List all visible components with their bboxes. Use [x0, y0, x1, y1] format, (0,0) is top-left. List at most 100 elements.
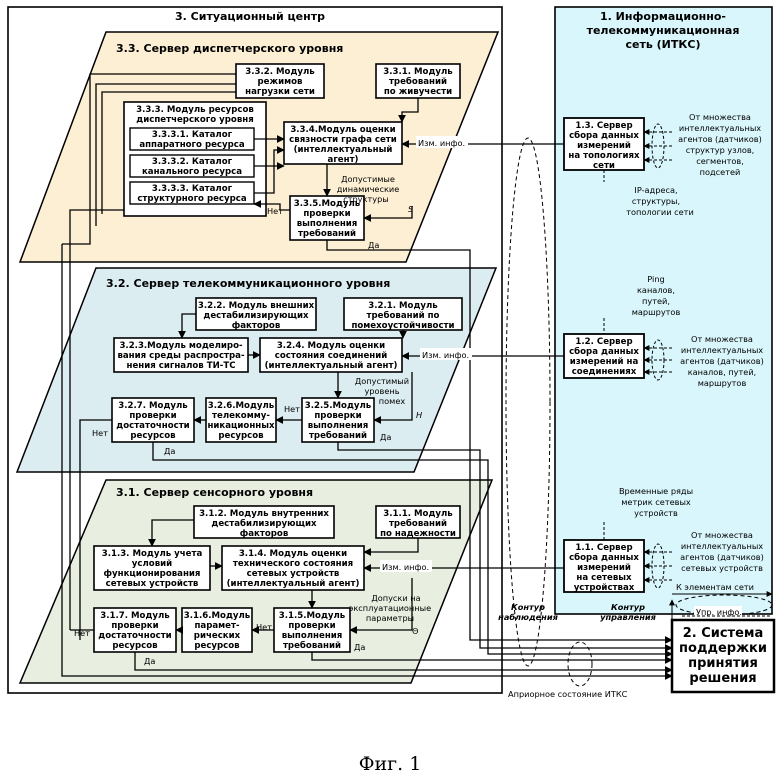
- svg-text:Изм. инфо.: Изм. инфо.: [418, 138, 465, 148]
- svg-text:3.3.3. Модуль ресурсов: 3.3.3. Модуль ресурсов: [136, 105, 254, 115]
- svg-text:выполнения: выполнения: [297, 219, 358, 229]
- svg-text:режимов: режимов: [258, 77, 303, 87]
- svg-text:телекомму-: телекомму-: [212, 411, 270, 421]
- svg-text:К элементам сети: К элементам сети: [676, 582, 754, 592]
- apriori-label: Априорное состояние ИТКС: [508, 689, 628, 699]
- svg-text:аппаратного ресурса: аппаратного ресурса: [139, 140, 245, 150]
- svg-text:структурного ресурса: структурного ресурса: [137, 194, 247, 204]
- svg-text:дестабилизирующих: дестабилизирующих: [203, 310, 309, 321]
- dss-title: 2. Система поддержки принятия решения: [679, 626, 767, 686]
- svg-text:структур узлов,: структур узлов,: [686, 145, 755, 155]
- svg-text:Изм. инфо.: Изм. инфо.: [382, 562, 429, 572]
- svg-text:принятия: принятия: [688, 656, 758, 671]
- svg-text:сети: сети: [593, 161, 615, 171]
- svg-text:сетевых устройств: сетевых устройств: [681, 563, 763, 573]
- svg-text:(интеллектуальный: (интеллектуальный: [294, 145, 393, 155]
- svg-text:телекоммуникационная: телекоммуникационная: [587, 24, 740, 37]
- svg-text:устройств: устройств: [634, 508, 678, 518]
- svg-text:помех: помех: [379, 396, 406, 406]
- svg-text:1.1. Сервер: 1.1. Сервер: [575, 543, 632, 553]
- svg-text:3.3.3.3. Каталог: 3.3.3.3. Каталог: [152, 184, 233, 194]
- svg-text:сбора данных: сбора данных: [569, 552, 639, 563]
- svg-text:уровень: уровень: [364, 386, 399, 396]
- svg-text:проверки: проверки: [314, 411, 361, 421]
- svg-text:1.2. Сервер: 1.2. Сервер: [575, 337, 632, 347]
- svg-text:Нет: Нет: [284, 404, 300, 414]
- svg-text:факторов: факторов: [240, 529, 289, 539]
- svg-text:ресурсов: ресурсов: [194, 641, 240, 651]
- svg-text:топологии сети: топологии сети: [626, 207, 694, 217]
- svg-text:решения: решения: [689, 671, 756, 686]
- svg-text:выполнения: выполнения: [308, 421, 369, 431]
- observation-loop-label: Контур наблюдения: [498, 602, 558, 622]
- sensor-server-title: 3.1. Сервер сенсорного уровня: [116, 486, 313, 499]
- svg-text:маршрутов: маршрутов: [632, 307, 681, 317]
- svg-text:проверки: проверки: [288, 621, 335, 631]
- svg-text:проверки: проверки: [129, 411, 176, 421]
- svg-text:на топологиях: на топологиях: [568, 151, 640, 161]
- svg-text:(интеллектуальный агент): (интеллектуальный агент): [227, 579, 360, 589]
- svg-text:нагрузки сети: нагрузки сети: [245, 87, 315, 97]
- svg-text:3.2.1. Модуль: 3.2.1. Модуль: [368, 301, 438, 311]
- observation-loop: [506, 138, 550, 666]
- svg-text:наблюдения: наблюдения: [498, 612, 558, 622]
- svg-text:интеллектуальных: интеллектуальных: [681, 345, 763, 355]
- svg-text:Да: Да: [380, 432, 391, 442]
- svg-text:канального ресурса: канального ресурса: [142, 167, 242, 177]
- svg-text:дестабилизирующих: дестабилизирующих: [211, 518, 317, 529]
- situation-center-title: 3. Ситуационный центр: [175, 10, 325, 23]
- svg-text:3.2.5.Модуль: 3.2.5.Модуль: [305, 401, 372, 411]
- svg-text:От множества: От множества: [689, 112, 751, 122]
- svg-text:Допустимые: Допустимые: [341, 174, 395, 184]
- svg-text:3.1.7. Модуль: 3.1.7. Модуль: [100, 611, 170, 621]
- sensor-meas-flow: Изм. инфо.: [364, 560, 564, 572]
- figure-caption: Фиг. 1: [359, 753, 422, 775]
- svg-text:состояния соединений: состояния соединений: [275, 351, 388, 361]
- svg-text:Изм. инфо.: Изм. инфо.: [422, 350, 469, 360]
- svg-text:ресурсов: ресурсов: [112, 641, 158, 651]
- svg-text:измерений: измерений: [577, 563, 631, 573]
- svg-text:поддержки: поддержки: [679, 641, 767, 656]
- svg-text:требований: требований: [309, 430, 367, 441]
- svg-text:3.1.6.Модуль: 3.1.6.Модуль: [184, 611, 251, 621]
- svg-text:3.1.4. Модуль оценки: 3.1.4. Модуль оценки: [239, 549, 347, 559]
- svg-text:3.3.3.1. Каталог: 3.3.3.1. Каталог: [152, 130, 233, 140]
- svg-text:измерений на: измерений на: [570, 357, 639, 367]
- collector-1-3: 1.3. Сервер сбора данных измерений на то…: [564, 118, 644, 171]
- svg-text:функционирования: функционирования: [104, 569, 201, 579]
- svg-text:3.1.1. Модуль: 3.1.1. Модуль: [383, 509, 453, 519]
- svg-text:3.3.1. Модуль: 3.3.1. Модуль: [383, 67, 453, 77]
- svg-text:эксплуатационные: эксплуатационные: [349, 603, 431, 613]
- svg-text:1. Информационно-: 1. Информационно-: [600, 10, 726, 23]
- dispatch-meas-flow: Изм. инфо.: [402, 136, 564, 148]
- svg-text:структуры,: структуры,: [632, 196, 680, 206]
- svg-text:Ping: Ping: [647, 274, 664, 284]
- svg-text:подсетей: подсетей: [700, 167, 741, 177]
- svg-text:сегментов,: сегментов,: [696, 156, 744, 166]
- svg-text:на сетевых: на сетевых: [576, 573, 632, 583]
- svg-text:факторов: факторов: [232, 321, 281, 331]
- svg-text:нения сигналов ТИ-ТС: нения сигналов ТИ-ТС: [127, 361, 236, 371]
- svg-text:устройствах: устройствах: [574, 583, 635, 593]
- svg-text:3.1.5.Модуль: 3.1.5.Модуль: [279, 611, 346, 621]
- svg-text:диспетчерского уровня: диспетчерского уровня: [136, 115, 253, 125]
- svg-text:достаточности: достаточности: [116, 421, 189, 431]
- svg-text:требований: требований: [389, 76, 447, 87]
- svg-text:по надежности: по надежности: [380, 529, 456, 539]
- svg-text:сбора данных: сбора данных: [569, 130, 639, 141]
- svg-text:Контур: Контур: [511, 602, 545, 612]
- svg-text:соединениях: соединениях: [572, 367, 637, 377]
- svg-text:маршрутов: маршрутов: [698, 378, 747, 388]
- svg-text:Да: Да: [368, 240, 379, 250]
- svg-text:2. Система: 2. Система: [683, 626, 764, 641]
- svg-text:H: H: [416, 410, 422, 420]
- svg-text:От множества: От множества: [691, 530, 753, 540]
- svg-text:(интеллектуальный агент): (интеллектуальный агент): [265, 361, 398, 371]
- svg-text:сбора данных: сбора данных: [569, 346, 639, 357]
- svg-text:3.2.6.Модуль: 3.2.6.Модуль: [208, 401, 275, 411]
- svg-text:связности графа сети: связности графа сети: [289, 135, 397, 145]
- svg-text:динамические: динамические: [337, 184, 400, 194]
- svg-text:каналов, путей,: каналов, путей,: [688, 367, 757, 377]
- telecom-meas-flow: Изм. инфо.: [402, 348, 564, 360]
